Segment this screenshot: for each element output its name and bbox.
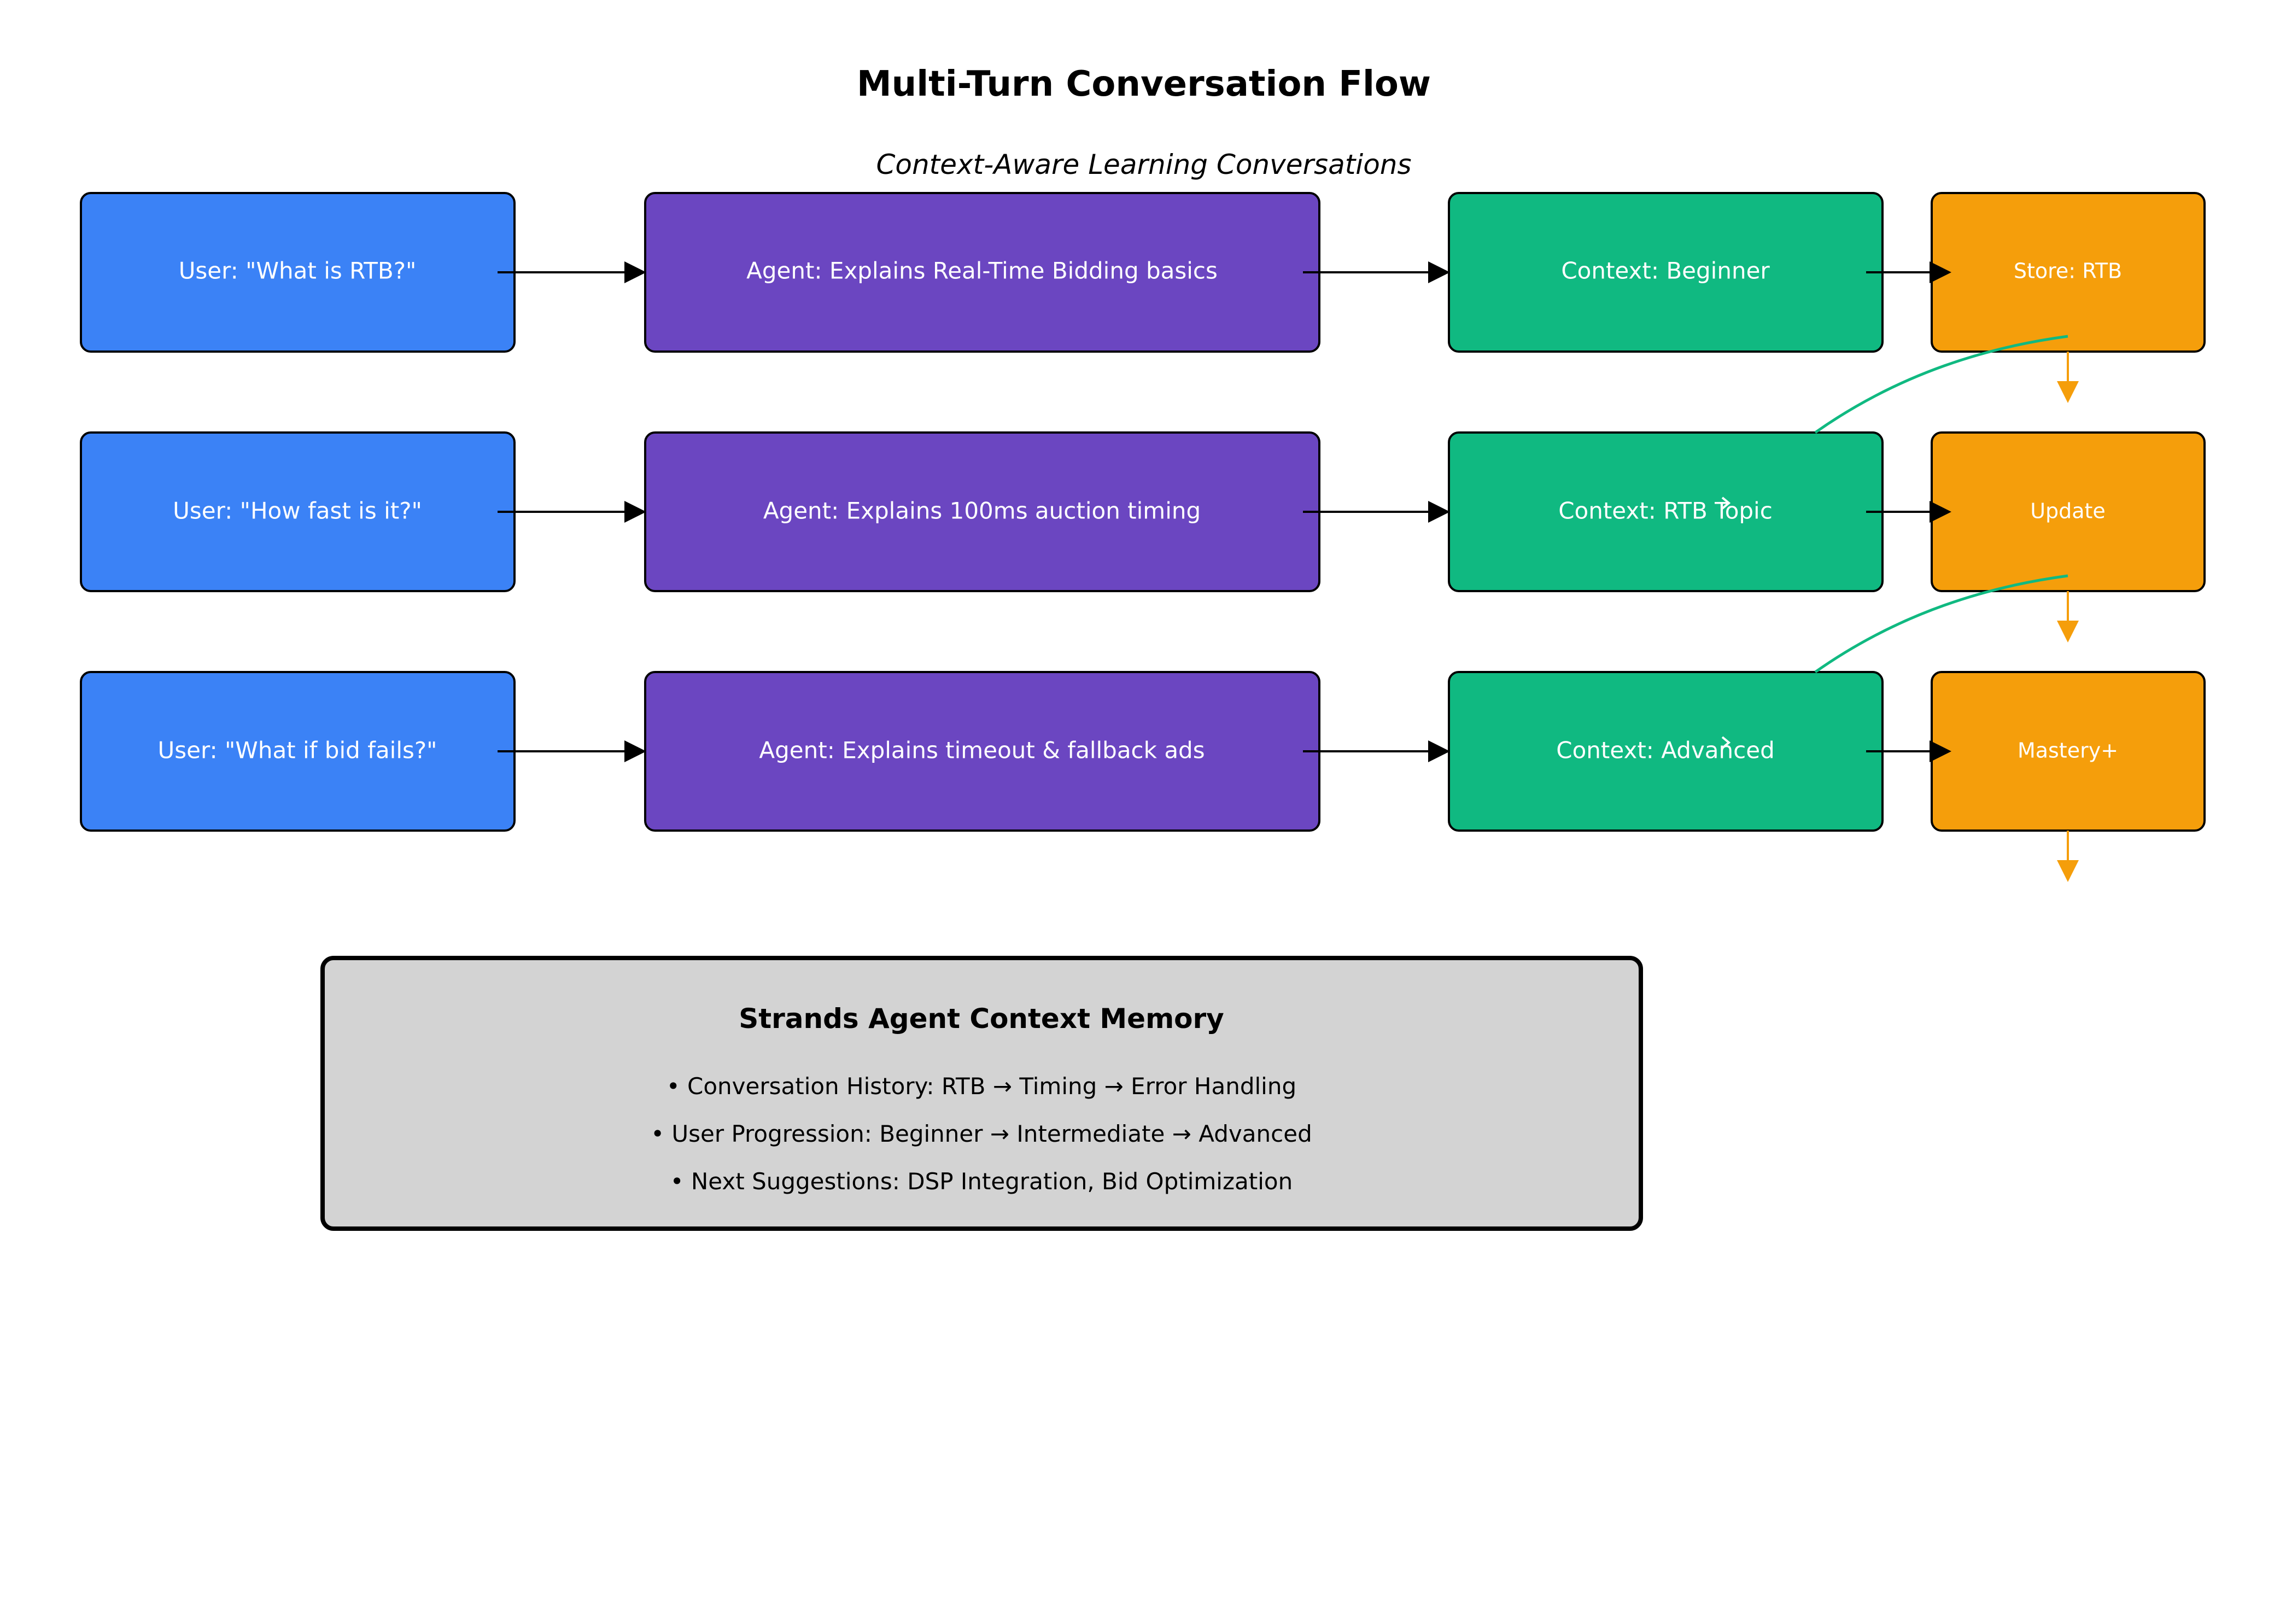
context-memory-title: Strands Agent Context Memory [739,1003,1224,1035]
memory-bullet-history: • Conversation History: RTB → Timing → E… [667,1073,1296,1100]
diagram-title: Multi-Turn Conversation Flow [857,64,1431,104]
memory-action-label: Store: RTB [2014,259,2122,283]
context-link-arrowhead [1721,496,1731,510]
turn-row-2: User: "How fast is it?" Agent: Explains … [80,431,2206,642]
agent-response-label: Agent: Explains timeout & fallback ads [759,737,1205,764]
memory-bullet-suggestions: • Next Suggestions: DSP Integration, Bid… [670,1168,1293,1195]
diagram-subtitle: Context-Aware Learning Conversations [876,149,1411,180]
turn-row-3: User: "What if bid fails?" Agent: Explai… [80,671,2206,882]
turn-row-1: User: "What is RTB?" Agent: Explains Rea… [80,192,2206,403]
context-link-connector [1814,574,2068,674]
agent-response-label: Agent: Explains Real-Time Bidding basics [746,258,1218,284]
context-memory-box [320,956,1643,1231]
agent-response-label: Agent: Explains 100ms auction timing [763,498,1201,524]
context-link-connector [1814,335,2068,434]
context-link-arrowhead [1721,736,1731,749]
context-memory-panel: Strands Agent Context Memory • Conversat… [320,956,1643,1231]
user-message-label: User: "How fast is it?" [173,498,422,524]
memory-bullet-progression: • User Progression: Beginner → Intermedi… [651,1120,1312,1147]
context-label: Context: RTB Topic [1558,498,1773,524]
user-message-label: User: "What is RTB?" [179,258,417,284]
memory-action-label: Mastery+ [2018,739,2118,763]
memory-action-label: Update [2030,499,2106,523]
user-message-label: User: "What if bid fails?" [157,737,437,764]
context-label: Context: Beginner [1561,258,1770,284]
context-label: Context: Advanced [1556,737,1775,764]
